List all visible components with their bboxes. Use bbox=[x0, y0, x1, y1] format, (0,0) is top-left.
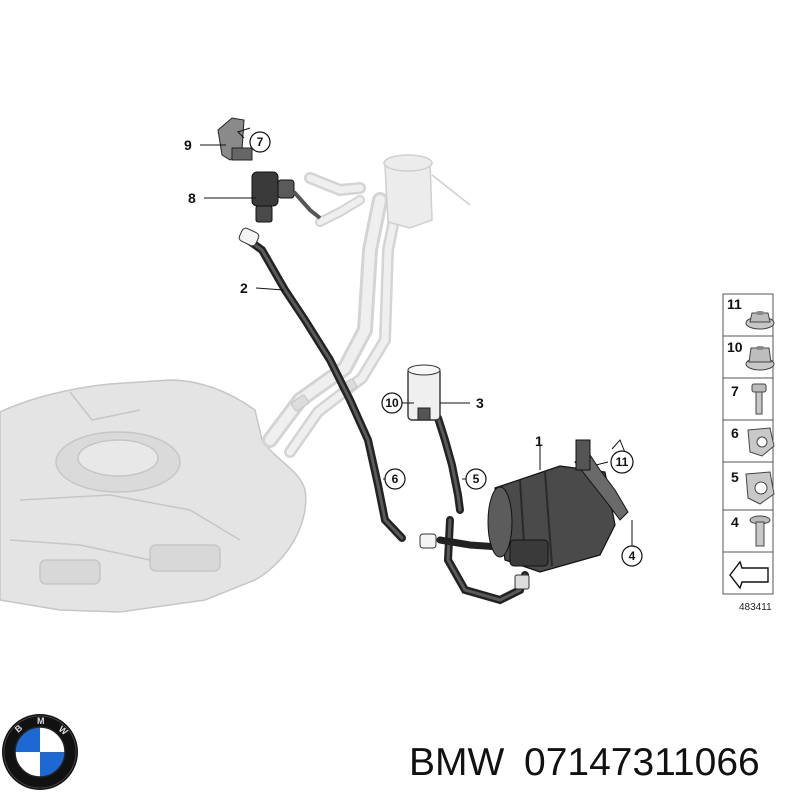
callout-3: 3 bbox=[476, 395, 484, 411]
svg-text:B: B bbox=[13, 722, 25, 734]
callout-10: 10 bbox=[385, 396, 399, 410]
valve-8 bbox=[238, 171, 322, 247]
brand-name: BMW bbox=[409, 741, 505, 784]
callout-5: 5 bbox=[473, 472, 480, 486]
nut-10-icon bbox=[745, 346, 775, 371]
filter-3 bbox=[407, 364, 441, 421]
panel-label-11: 11 bbox=[727, 296, 742, 312]
small-parts-panel: 11 10 7 6 5 4 bbox=[722, 293, 775, 595]
panel-label-4: 4 bbox=[731, 514, 739, 530]
diagram-number: 483411 bbox=[739, 602, 772, 613]
panel-label-5: 5 bbox=[731, 469, 739, 485]
clip-5-icon bbox=[745, 471, 775, 505]
callout-2: 2 bbox=[240, 280, 248, 296]
callout-6-circle: 6 bbox=[384, 468, 406, 490]
callout-7: 7 bbox=[257, 135, 264, 149]
callout-1: 1 bbox=[535, 433, 543, 449]
callout-4: 4 bbox=[629, 549, 636, 563]
direction-arrow-icon bbox=[729, 560, 769, 590]
callout-11: 11 bbox=[616, 455, 629, 469]
bmw-logo: B M W bbox=[2, 714, 78, 790]
svg-text:M: M bbox=[37, 716, 45, 726]
callout-10-circle: 10 bbox=[381, 392, 403, 414]
filler-neck-ghost bbox=[262, 172, 404, 458]
hose-2 bbox=[244, 236, 406, 542]
filler-cap-ghost bbox=[383, 154, 471, 229]
panel-label-7: 7 bbox=[731, 383, 739, 399]
bolt-7-icon bbox=[751, 383, 767, 415]
callout-5-circle: 5 bbox=[465, 468, 487, 490]
callout-11-circle: 11 bbox=[610, 450, 634, 474]
bracket-9 bbox=[217, 117, 253, 161]
screw-4-icon bbox=[749, 515, 771, 547]
fuel-tank-ghost bbox=[0, 379, 307, 613]
nut-11-icon bbox=[745, 311, 775, 330]
callout-4-circle: 4 bbox=[621, 545, 643, 567]
canister-1 bbox=[419, 439, 629, 590]
panel-label-10: 10 bbox=[727, 339, 743, 355]
part-number: 07147311066 bbox=[524, 741, 760, 784]
callout-9: 9 bbox=[184, 137, 192, 153]
callout-7-circle: 7 bbox=[249, 131, 271, 153]
callout-6: 6 bbox=[392, 472, 399, 486]
hose-5 bbox=[434, 414, 464, 514]
panel-label-6: 6 bbox=[731, 425, 739, 441]
clip-6-icon bbox=[747, 427, 775, 457]
callout-8: 8 bbox=[188, 190, 196, 206]
